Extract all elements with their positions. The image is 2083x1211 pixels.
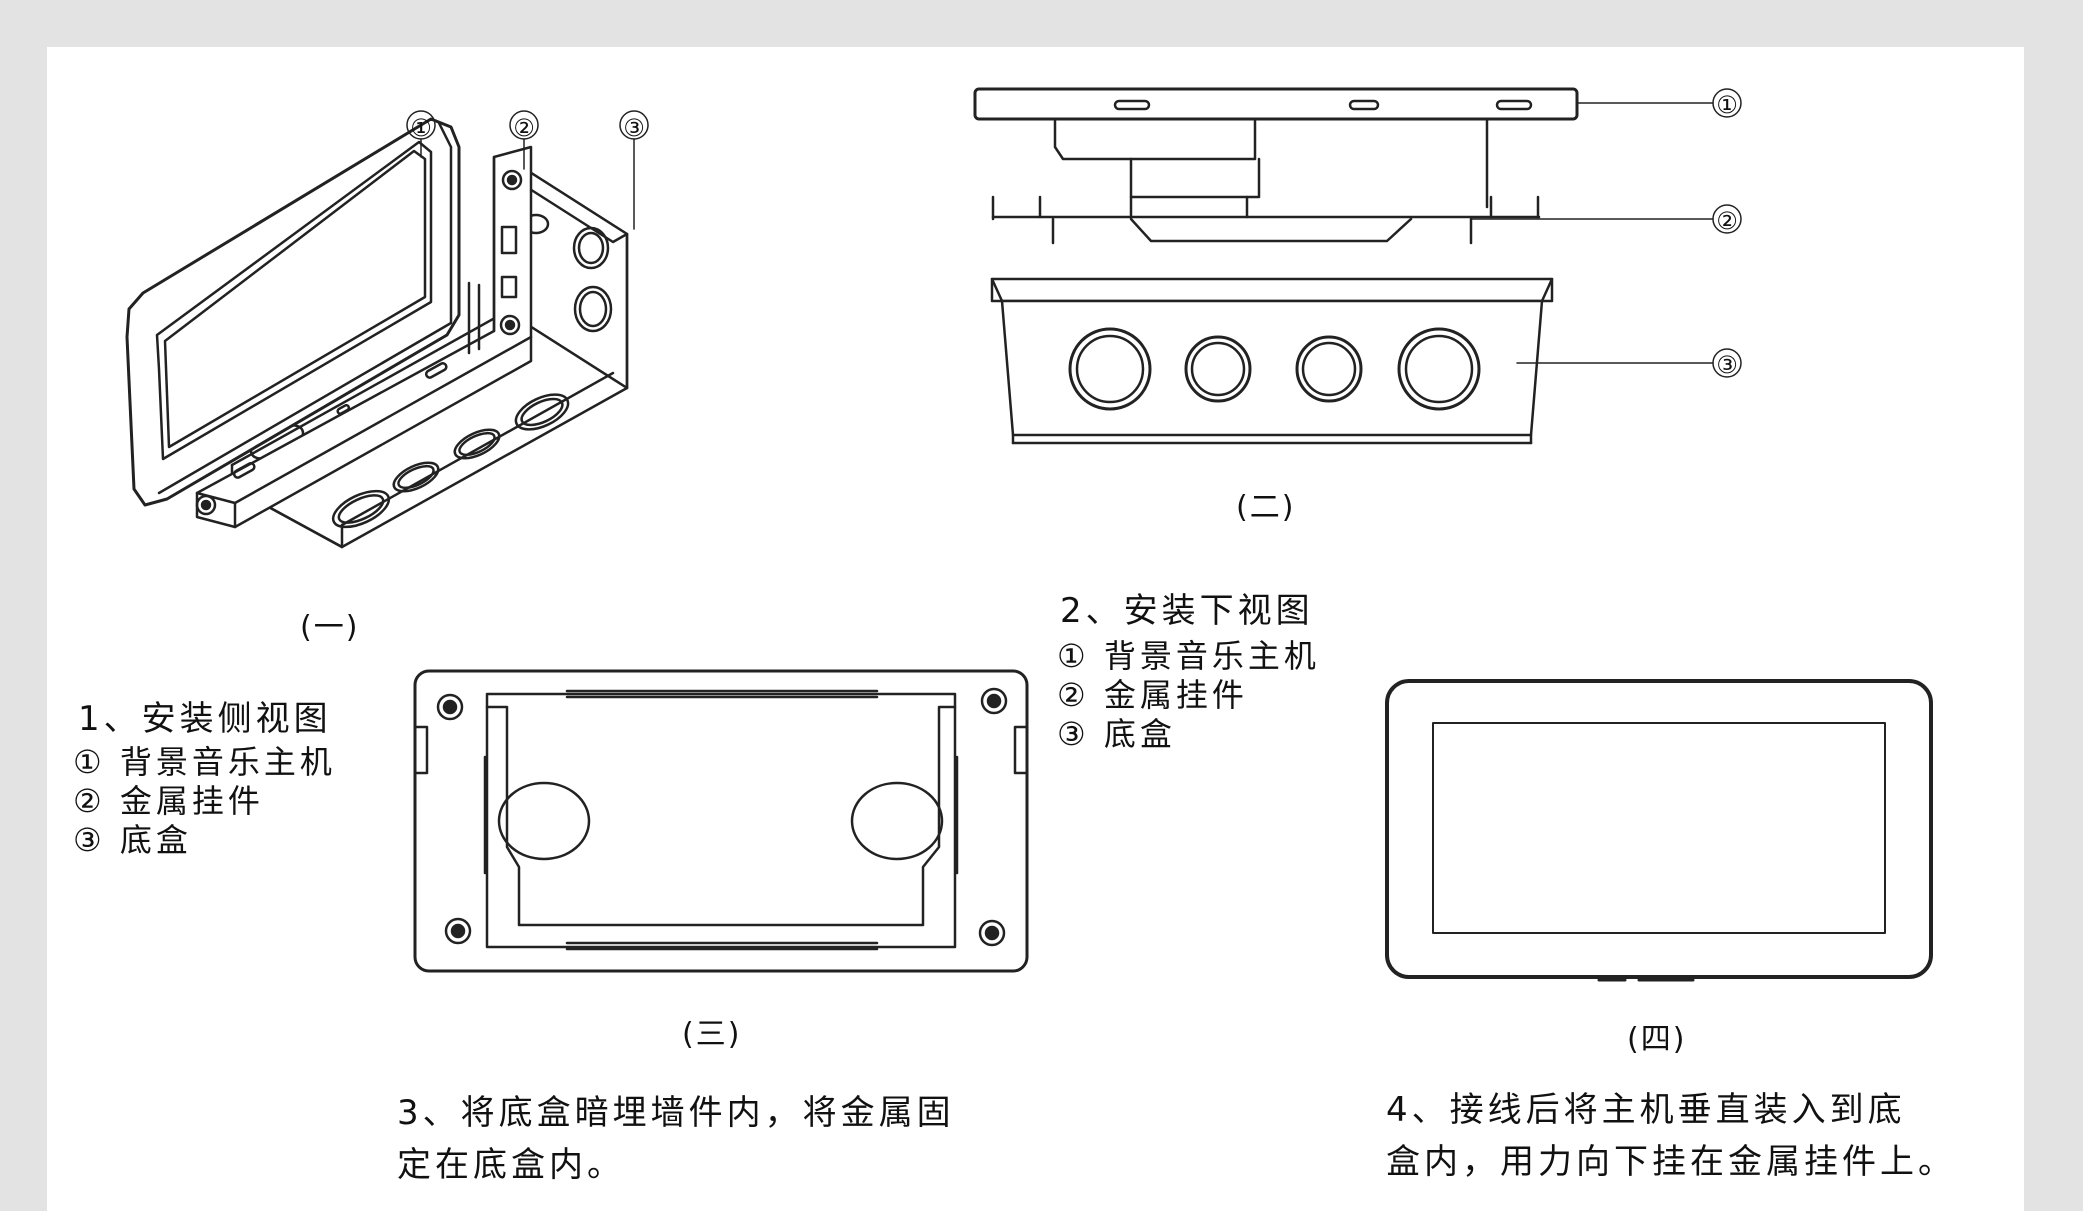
step4-text: 4、接线后将主机垂直装入到底 盒内，用力向下挂在金属挂件上。 — [1386, 1084, 1956, 1188]
diagram-artwork: ① ② ③ — [125, 87, 1933, 982]
fig1-exploded-side-view: ① ② ③ — [125, 110, 649, 549]
step2-legend-item: ② 金属挂件 — [1057, 676, 1248, 714]
fig1-main-unit — [125, 117, 461, 507]
step1-legend: ① 背景音乐主机 ② 金属挂件 ③ 底盒 — [73, 743, 336, 860]
fig2-callout-3: ③ — [1716, 351, 1738, 379]
fig2-caption: (二) — [1236, 490, 1296, 525]
step3-line: 3、将底盒暗埋墙件内，将金属固 — [397, 1093, 955, 1133]
fig4-main-unit-front — [1385, 679, 1933, 982]
step1-legend-item: ③ 底盒 — [73, 821, 192, 859]
step4-line: 4、接线后将主机垂直装入到底 — [1386, 1090, 1906, 1130]
fig2-callout-1: ① — [1716, 91, 1738, 119]
fig1-callout-2: ② — [513, 114, 535, 142]
fig2-metal-bracket — [991, 195, 1541, 245]
step1-legend-item: ② 金属挂件 — [73, 782, 264, 820]
fig2-back-box — [990, 277, 1554, 445]
fig3-back-box-front-view — [413, 669, 1029, 973]
step3-line: 定在底盒内。 — [397, 1145, 625, 1185]
fig2-callouts — [1470, 88, 1742, 378]
step2-legend-item: ① 背景音乐主机 — [1057, 637, 1320, 675]
step1-title: 1、安装侧视图 — [78, 699, 332, 739]
step4-line: 盒内，用力向下挂在金属挂件上。 — [1386, 1142, 1956, 1182]
fig4-caption: (四) — [1627, 1022, 1687, 1057]
fig2-bottom-view: ① ② ③ — [973, 87, 1742, 445]
fig1-metal-bracket — [195, 145, 533, 529]
step2-legend: ① 背景音乐主机 ② 金属挂件 ③ 底盒 — [1057, 637, 1320, 754]
fig2-main-unit — [973, 87, 1579, 219]
fig1-caption: (一) — [300, 610, 360, 645]
fig1-callout-1: ① — [410, 114, 432, 142]
fig1-back-box — [230, 167, 629, 549]
fig2-callout-2: ② — [1716, 207, 1738, 235]
step2-legend-item: ③ 底盒 — [1057, 715, 1176, 753]
diagram-sheet: ① ② ③ — [47, 47, 2024, 1211]
fig1-callout-3: ③ — [623, 114, 645, 142]
step3-text: 3、将底盒暗埋墙件内，将金属固 定在底盒内。 — [397, 1087, 955, 1191]
step2-title: 2、安装下视图 — [1060, 591, 1314, 631]
step1-legend-item: ① 背景音乐主机 — [73, 743, 336, 781]
fig3-caption: (三) — [682, 1017, 742, 1052]
fig1-callouts — [406, 110, 649, 230]
